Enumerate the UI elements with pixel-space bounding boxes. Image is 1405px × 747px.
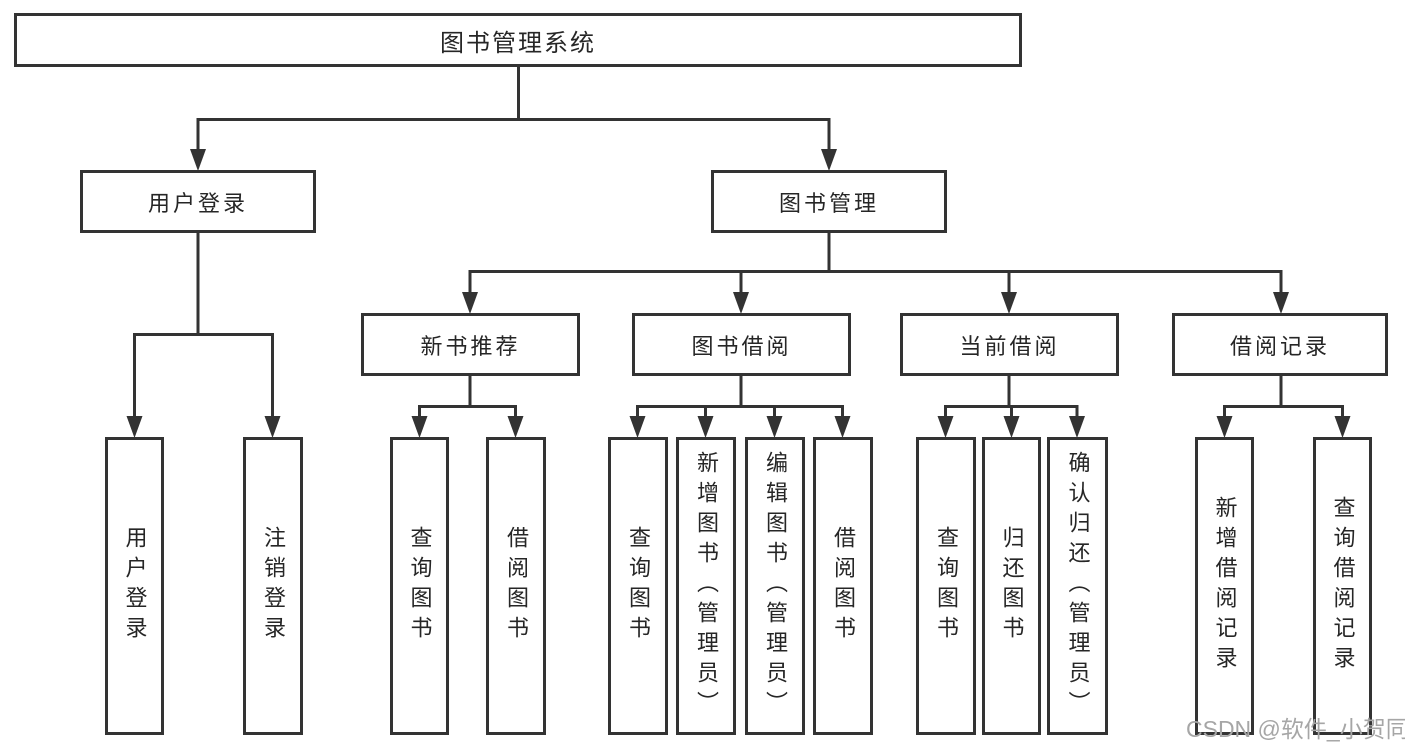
leaf-query-book-borrow: 查询图书 [608, 437, 668, 735]
arrow-down-icon [629, 416, 646, 438]
arrow-down-icon [126, 416, 143, 438]
node-book-management-label: 图书管理 [778, 190, 879, 216]
leaf-add-borrow-record: 新增借阅记录 [1195, 437, 1254, 735]
arrow-down-icon [1003, 416, 1020, 438]
node-book-borrow-label: 图书借阅 [691, 333, 792, 359]
leaf-return-book-label: 归还图书 [999, 526, 1025, 646]
connector-borrow-record [1223, 376, 1344, 419]
leaf-borrow-book-label: 借阅图书 [831, 526, 856, 646]
arrow-down-icon [834, 416, 851, 438]
node-current-borrow: 当前借阅 [900, 313, 1119, 376]
connector-user-login [133, 233, 274, 419]
leaf-logout-label: 注销登录 [261, 526, 286, 646]
arrow-down-icon [821, 149, 837, 171]
node-book-management: 图书管理 [711, 170, 947, 233]
node-current-borrow-label: 当前借阅 [959, 333, 1060, 359]
leaf-add-book-admin: 新增图书（管理员） [676, 437, 736, 735]
node-new-book-recommend-label: 新书推荐 [420, 333, 521, 359]
leaf-logout: 注销登录 [243, 437, 303, 735]
watermark: CSDN @软件_小贺同学 [1186, 716, 1405, 742]
leaf-user-login: 用户登录 [105, 437, 164, 735]
node-book-borrow: 图书借阅 [632, 313, 851, 376]
arrow-down-icon [1273, 292, 1289, 314]
arrow-down-icon [1334, 416, 1351, 438]
connector-book-management [468, 233, 1283, 295]
leaf-edit-book-admin-label: 编辑图书（管理员） [763, 451, 788, 721]
node-new-book-recommend: 新书推荐 [361, 313, 580, 376]
arrow-down-icon [507, 416, 524, 438]
node-root-label: 图书管理系统 [440, 29, 596, 57]
node-borrow-record-label: 借阅记录 [1229, 333, 1330, 359]
leaf-return-book: 归还图书 [982, 437, 1041, 735]
leaf-borrow-book-recommend: 借阅图书 [486, 437, 546, 735]
leaf-borrow-book: 借阅图书 [813, 437, 873, 735]
leaf-add-book-admin-label: 新增图书（管理员） [694, 451, 719, 721]
connector-root [196, 67, 831, 152]
node-user-login: 用户登录 [80, 170, 316, 233]
leaf-query-borrow-record: 查询借阅记录 [1313, 437, 1372, 735]
leaf-edit-book-admin: 编辑图书（管理员） [745, 437, 805, 735]
arrow-down-icon [1069, 416, 1085, 438]
arrow-down-icon [190, 149, 206, 171]
leaf-query-book-recommend-label: 查询图书 [407, 526, 433, 646]
leaf-query-book-recommend: 查询图书 [390, 437, 449, 735]
arrow-down-icon [264, 416, 281, 438]
arrow-down-icon [697, 416, 714, 438]
node-root: 图书管理系统 [14, 13, 1022, 67]
arrow-down-icon [733, 292, 749, 314]
leaf-user-login-label: 用户登录 [122, 526, 148, 646]
node-borrow-record: 借阅记录 [1172, 313, 1388, 376]
arrow-down-icon [1216, 416, 1233, 438]
arrow-down-icon [411, 416, 428, 438]
leaf-confirm-return-admin-label: 确认归还（管理员） [1065, 451, 1091, 721]
node-user-login-label: 用户登录 [147, 190, 248, 216]
leaf-add-borrow-record-label: 新增借阅记录 [1212, 496, 1238, 676]
arrow-down-icon [462, 292, 478, 314]
connector-book-borrow [636, 376, 844, 419]
arrow-down-icon [937, 416, 954, 438]
leaf-query-book-current: 查询图书 [916, 437, 976, 735]
arrow-down-icon [1001, 292, 1017, 314]
connector-new-book [418, 376, 517, 419]
leaf-query-book-current-label: 查询图书 [934, 526, 959, 646]
leaf-query-book-borrow-label: 查询图书 [626, 526, 651, 646]
connector-current-borrow [944, 376, 1079, 419]
leaf-query-borrow-record-label: 查询借阅记录 [1330, 496, 1356, 676]
arrow-down-icon [766, 416, 783, 438]
leaf-borrow-book-recommend-label: 借阅图书 [504, 526, 529, 646]
leaf-confirm-return-admin: 确认归还（管理员） [1047, 437, 1108, 735]
